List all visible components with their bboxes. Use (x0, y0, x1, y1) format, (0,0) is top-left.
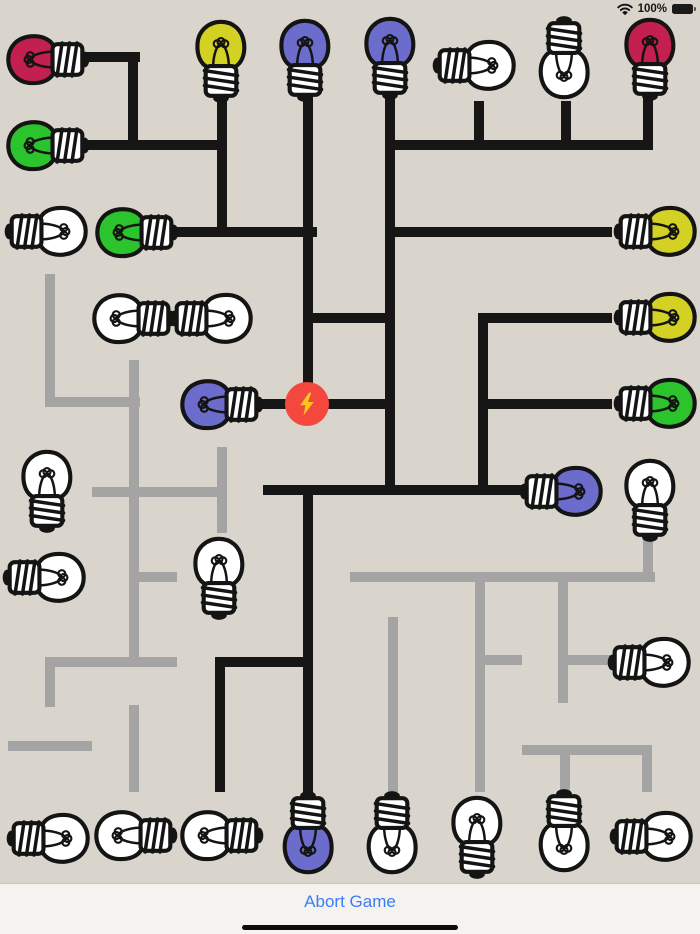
bulb-white-unlit[interactable] (91, 292, 177, 345)
wire-vertical-unpowered[interactable] (129, 360, 139, 667)
bulb-white-unlit[interactable] (606, 636, 692, 689)
bulb-green-lit[interactable] (94, 206, 180, 259)
wire-horizontal-powered[interactable] (216, 657, 313, 667)
battery-icon (672, 3, 696, 15)
wire-vertical-unpowered[interactable] (643, 538, 653, 582)
game-board (1, 14, 698, 880)
bulb-white-unlit[interactable] (431, 39, 517, 92)
bulb-green-lit[interactable] (5, 119, 91, 172)
bulb-blue-lit[interactable] (179, 378, 265, 431)
wire-vertical-powered[interactable] (385, 93, 395, 495)
wire-horizontal-unpowered[interactable] (45, 397, 140, 407)
wire-horizontal-powered[interactable] (308, 313, 395, 323)
bulb-white-unlit[interactable] (93, 809, 179, 862)
wire-horizontal-unpowered[interactable] (8, 741, 92, 751)
wifi-icon (616, 3, 633, 15)
wire-vertical-powered[interactable] (215, 657, 225, 792)
bulb-white-unlit[interactable] (179, 809, 265, 862)
wire-horizontal-unpowered[interactable] (568, 655, 610, 665)
wire-vertical-powered[interactable] (561, 101, 571, 145)
wire-horizontal-powered[interactable] (263, 485, 525, 495)
wire-horizontal-unpowered[interactable] (45, 657, 177, 667)
bulb-white-unlit[interactable] (366, 789, 419, 875)
wire-horizontal-powered[interactable] (174, 227, 317, 237)
lightning-bolt-icon (300, 392, 314, 416)
wire-horizontal-powered[interactable] (395, 227, 612, 237)
bulb-green-lit[interactable] (612, 377, 698, 430)
wire-vertical-powered[interactable] (474, 101, 484, 145)
wire-horizontal-unpowered[interactable] (522, 745, 652, 755)
bulb-yellow-lit[interactable] (195, 18, 248, 104)
wire-vertical-unpowered[interactable] (45, 657, 55, 707)
wire-vertical-unpowered[interactable] (217, 447, 227, 533)
status-bar: 100% (0, 0, 700, 20)
footer-bar: Abort Game (0, 883, 700, 934)
bulb-white-unlit[interactable] (1, 551, 87, 604)
wire-horizontal-powered[interactable] (390, 140, 653, 150)
home-indicator[interactable] (242, 924, 458, 930)
bulb-blue-lit[interactable] (279, 17, 332, 103)
bulb-yellow-lit[interactable] (612, 205, 698, 258)
wire-horizontal-powered[interactable] (256, 399, 290, 409)
wire-vertical-unpowered[interactable] (129, 705, 139, 792)
wire-horizontal-powered[interactable] (84, 140, 227, 150)
bulb-white-unlit[interactable] (168, 292, 254, 345)
bulb-blue-lit[interactable] (364, 15, 417, 101)
wire-horizontal-powered[interactable] (324, 399, 395, 409)
wire-horizontal-unpowered[interactable] (480, 655, 522, 665)
wire-vertical-unpowered[interactable] (388, 617, 398, 792)
battery-percent-label: 100% (637, 3, 667, 15)
wire-vertical-powered[interactable] (217, 98, 227, 237)
wire-horizontal-powered[interactable] (478, 399, 612, 409)
wire-vertical-unpowered[interactable] (558, 577, 568, 703)
wire-horizontal-unpowered[interactable] (137, 572, 177, 582)
wire-vertical-unpowered[interactable] (642, 750, 652, 792)
bulb-red-lit[interactable] (5, 33, 91, 86)
wire-horizontal-unpowered[interactable] (350, 572, 655, 582)
wire-horizontal-powered[interactable] (86, 52, 140, 62)
wire-vertical-powered[interactable] (643, 98, 653, 145)
wire-vertical-unpowered[interactable] (560, 750, 570, 792)
bulb-white-unlit[interactable] (193, 535, 246, 621)
wire-horizontal-powered[interactable] (478, 313, 612, 323)
bulb-blue-lit[interactable] (282, 789, 335, 875)
wire-vertical-powered[interactable] (303, 485, 313, 795)
bulb-red-lit[interactable] (624, 16, 677, 102)
wire-horizontal-unpowered[interactable] (92, 487, 227, 497)
bulb-white-unlit[interactable] (3, 205, 89, 258)
wire-vertical-unpowered[interactable] (475, 577, 485, 792)
bulb-white-unlit[interactable] (538, 787, 591, 873)
wire-vertical-unpowered[interactable] (45, 274, 55, 407)
wire-vertical-powered[interactable] (128, 52, 138, 150)
bulb-white-unlit[interactable] (451, 794, 504, 880)
bulb-white-unlit[interactable] (624, 457, 677, 543)
abort-game-button[interactable]: Abort Game (0, 891, 700, 913)
power-source (285, 382, 329, 426)
bulb-white-unlit[interactable] (538, 14, 591, 100)
bulb-blue-lit[interactable] (518, 465, 604, 518)
bulb-white-unlit[interactable] (21, 448, 74, 534)
bulb-white-unlit[interactable] (608, 810, 694, 863)
bulb-yellow-lit[interactable] (612, 291, 698, 344)
bulb-white-unlit[interactable] (5, 812, 91, 865)
wire-vertical-powered[interactable] (303, 96, 313, 388)
